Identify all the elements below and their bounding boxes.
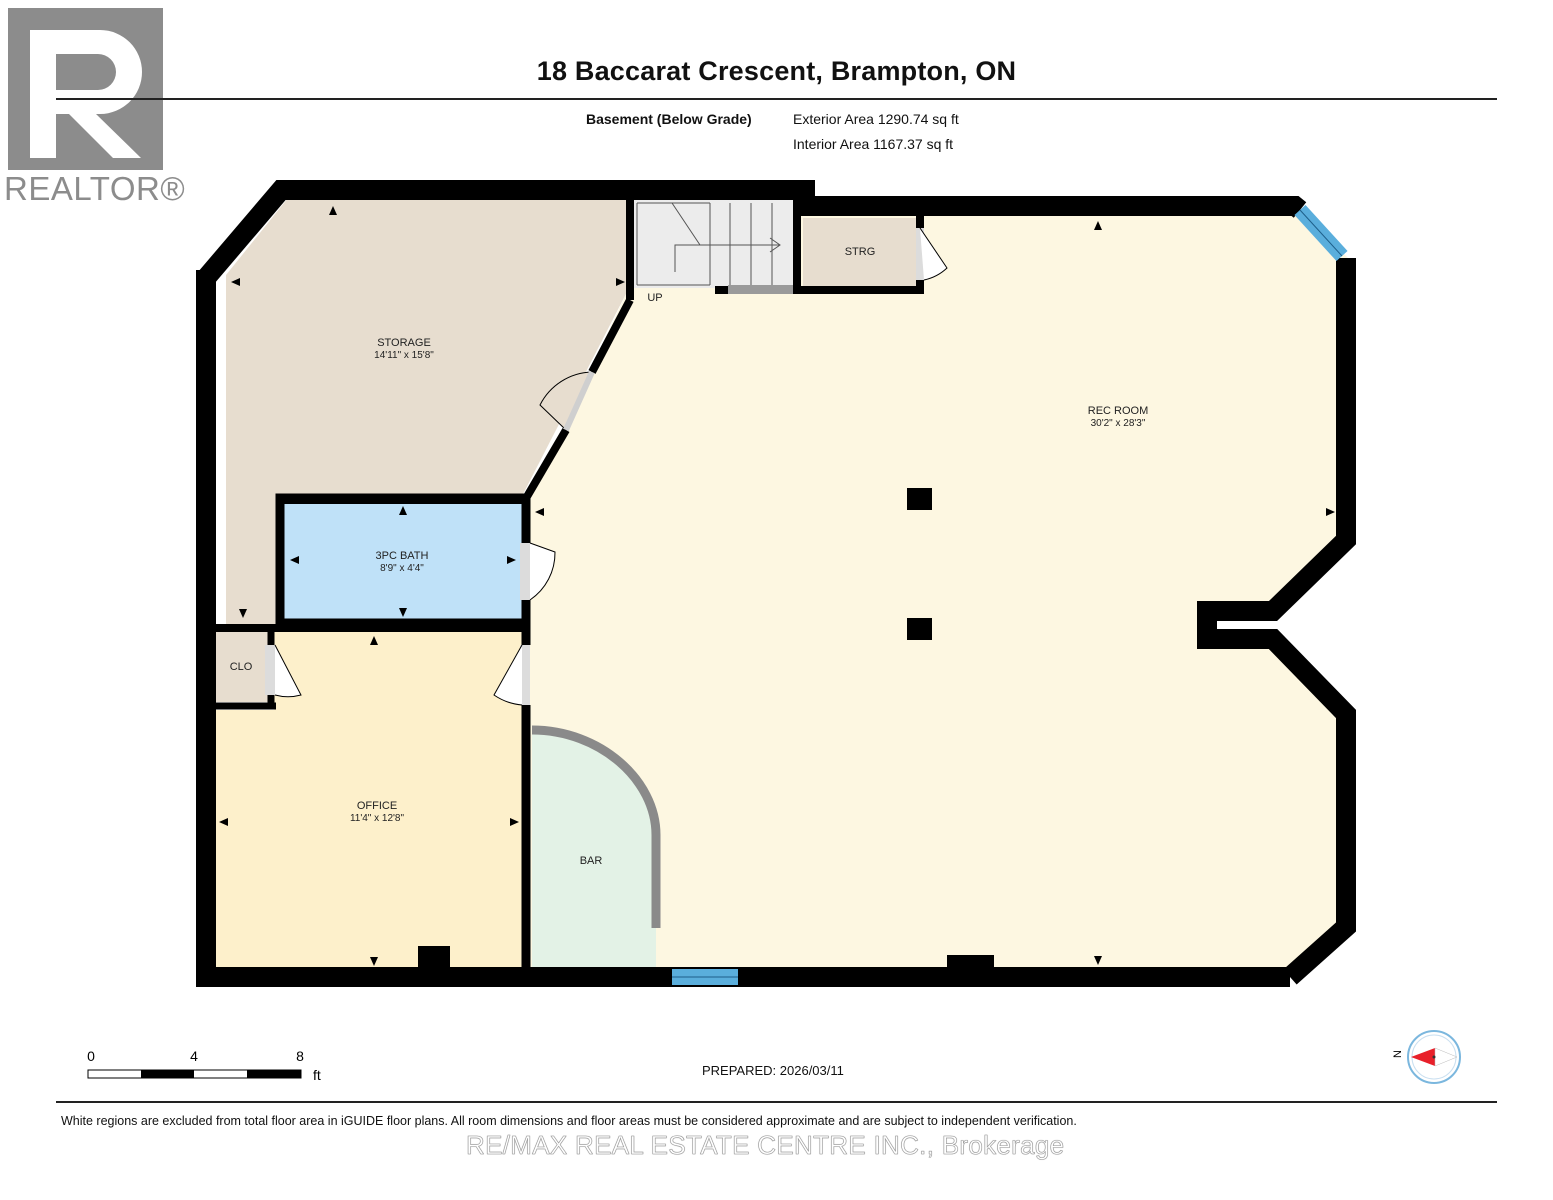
rec-room-label: REC ROOM xyxy=(1088,405,1149,417)
compass-north-label: N xyxy=(1392,1050,1404,1058)
stair-treads xyxy=(636,202,781,286)
clo-label: CLO xyxy=(230,661,253,673)
bar-area xyxy=(532,730,656,972)
brokerage-watermark: RE/MAX REAL ESTATE CENTRE INC., Brokerag… xyxy=(466,1130,1065,1161)
footer-divider xyxy=(56,1101,1497,1103)
realtor-r-logo-icon xyxy=(8,8,163,170)
header-divider xyxy=(56,98,1497,100)
bar-label: BAR xyxy=(580,855,603,867)
property-title: 18 Baccarat Crescent, Brampton, ON xyxy=(536,56,1017,86)
storage-dims: 14'11" x 15'8" xyxy=(374,350,434,361)
column xyxy=(907,488,932,510)
exterior-area: Exterior Area 1290.74 sq ft xyxy=(793,111,959,127)
realtor-logo-text: REALTOR® xyxy=(4,170,186,207)
interior-area: Interior Area 1167.37 sq ft xyxy=(793,136,954,152)
rec-room-area xyxy=(530,203,1348,975)
bath-dims: 8'9" x 4'4" xyxy=(380,563,424,574)
office-label: OFFICE xyxy=(357,800,397,812)
storage-label: STORAGE xyxy=(377,337,431,349)
door-swings xyxy=(265,227,948,706)
window xyxy=(672,969,738,985)
scale-bar-graphic: 0 4 8 ft xyxy=(87,1048,321,1083)
window xyxy=(1294,204,1348,262)
walls xyxy=(196,180,1356,987)
stairs-area xyxy=(630,200,795,288)
office-area xyxy=(216,632,522,968)
scale-tick-0: 0 xyxy=(87,1048,95,1064)
bath-area xyxy=(283,503,523,619)
strg-label: STRG xyxy=(845,246,876,258)
prepared-date: PREPARED: 2026/03/11 xyxy=(702,1063,844,1078)
floor-label: Basement (Below Grade) xyxy=(586,111,752,127)
disclaimer: White regions are excluded from total fl… xyxy=(61,1114,1077,1128)
realtor-logo: REALTOR® xyxy=(4,8,185,213)
stairs-up-label: UP xyxy=(647,292,662,304)
office-dims: 11'4" x 12'8" xyxy=(350,813,405,824)
column xyxy=(907,618,932,640)
scale-unit: ft xyxy=(313,1067,321,1083)
scale-bar: 0 4 8 ft xyxy=(80,1046,340,1091)
storage-area xyxy=(226,198,628,625)
wall-bump xyxy=(947,955,994,975)
dimension-arrows xyxy=(219,206,1335,966)
clo-area xyxy=(216,632,274,702)
bar-counter xyxy=(531,725,661,928)
scale-tick-8: 8 xyxy=(296,1048,304,1064)
wall-bump xyxy=(418,946,450,974)
compass-icon: N xyxy=(1392,1030,1461,1084)
bath-label: 3PC BATH xyxy=(376,550,429,562)
compass: N xyxy=(1385,1030,1465,1091)
strg-area xyxy=(803,218,921,288)
stair-threshold xyxy=(728,285,794,294)
rec-room-dims: 30'2" x 28'3" xyxy=(1091,418,1146,429)
scale-tick-4: 4 xyxy=(190,1048,198,1064)
